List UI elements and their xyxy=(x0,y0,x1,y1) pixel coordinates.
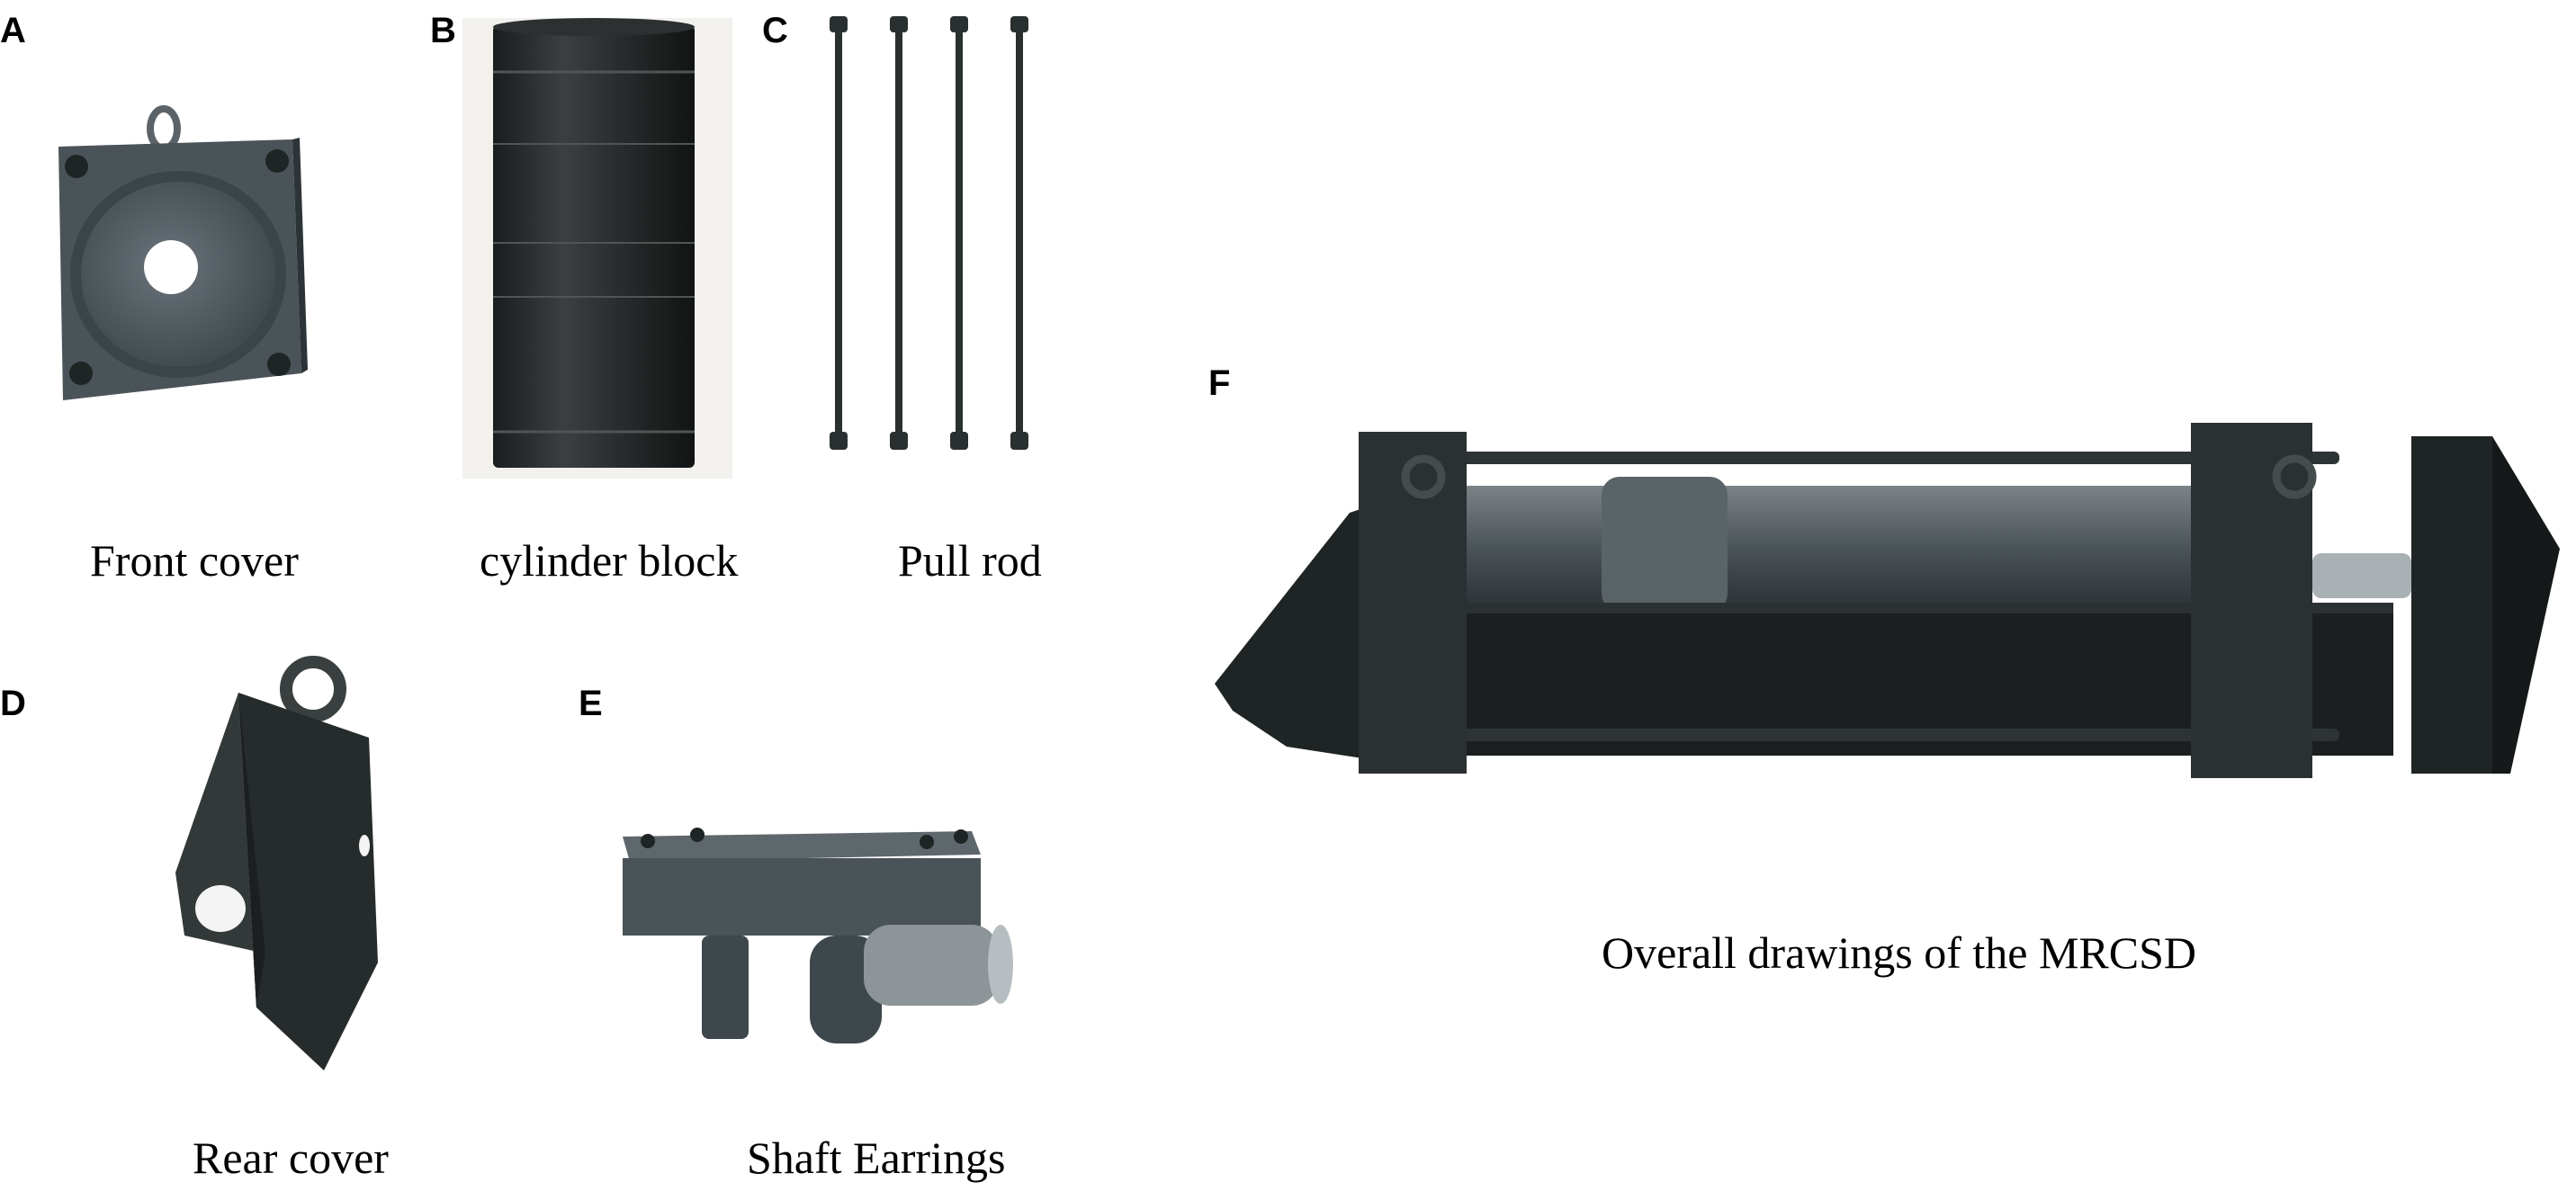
panel-letter-e: E xyxy=(579,684,603,723)
caption-overall-drawings: Overall drawings of the MRCSD xyxy=(1602,927,2197,978)
mrcsd-overall-photo xyxy=(1215,423,2560,778)
caption-cylinder-block: cylinder block xyxy=(480,535,739,586)
panel-letter-a: A xyxy=(0,11,26,50)
cylinder-block-photo xyxy=(462,18,732,479)
pull-rods-photo xyxy=(830,16,1028,450)
panel-letter-b: B xyxy=(430,11,456,50)
rear-cover-photo xyxy=(175,656,378,1070)
caption-pull-rod: Pull rod xyxy=(898,535,1042,586)
front-cover-photo xyxy=(58,105,308,400)
caption-rear-cover: Rear cover xyxy=(193,1133,389,1183)
panel-letter-c: C xyxy=(762,11,788,50)
caption-front-cover: Front cover xyxy=(90,535,299,586)
shaft-earrings-photo xyxy=(623,828,1013,1043)
panel-letter-d: D xyxy=(0,684,26,723)
caption-shaft-earrings: Shaft Earrings xyxy=(747,1133,1006,1183)
panel-letter-f: F xyxy=(1208,363,1231,403)
